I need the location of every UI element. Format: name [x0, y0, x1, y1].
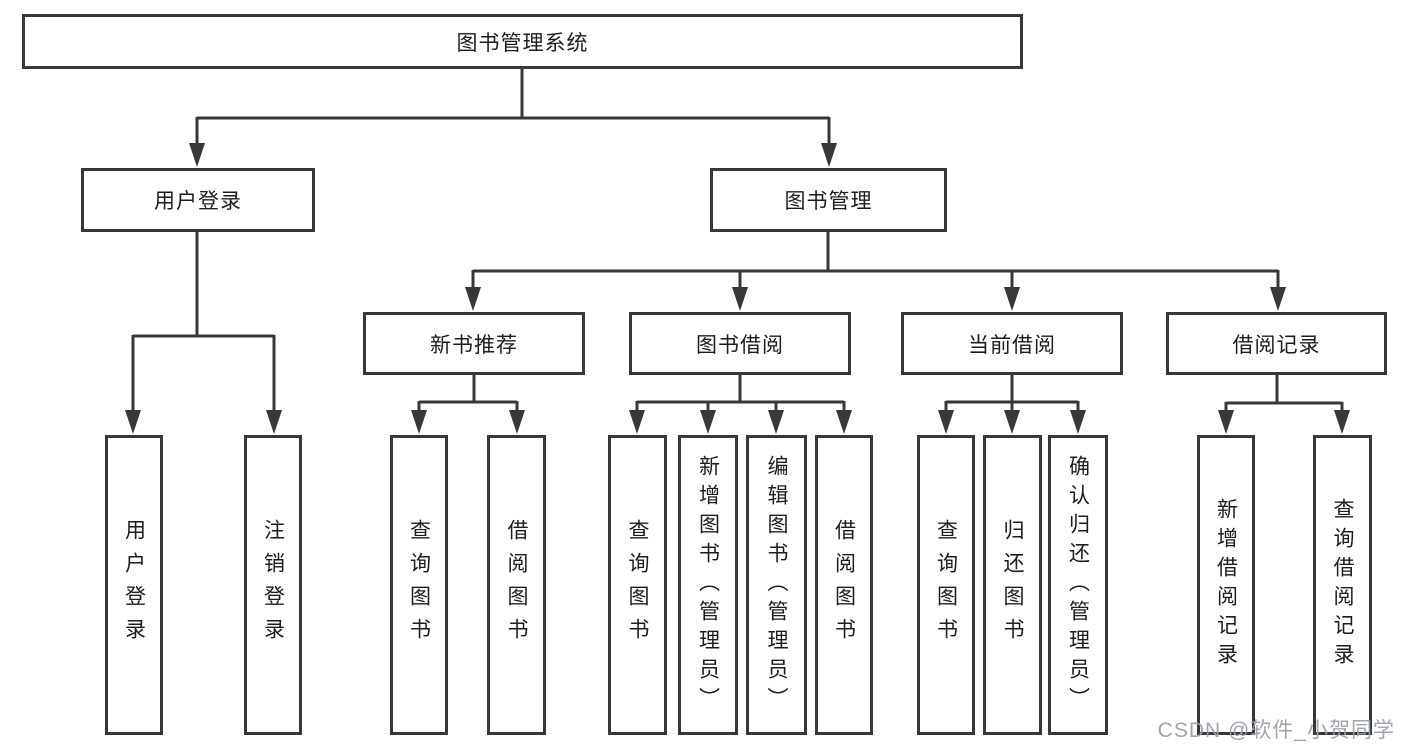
leaf-add-borrow-record: 新增借阅记录	[1197, 435, 1255, 735]
leaf-query-books-borrow: 查询图书	[608, 435, 667, 735]
node-label: 借阅图书	[832, 519, 856, 651]
node-label: 查询图书	[626, 519, 649, 651]
node-label: 新增图书（管理员）	[696, 454, 720, 716]
csdn-watermark: CSDN @软件_小贺同学	[1157, 719, 1395, 742]
node-label: 查询图书	[407, 519, 431, 651]
node-label: 注销登录	[261, 519, 285, 651]
node-label: 图书借阅	[696, 333, 784, 357]
leaf-query-books-recommend: 查询图书	[390, 435, 448, 735]
node-label: 归还图书	[1001, 519, 1024, 651]
node-label: 新书推荐	[430, 333, 518, 357]
leaf-query-borrow-record: 查询借阅记录	[1313, 435, 1372, 735]
node-label: 确认归还（管理员）	[1066, 454, 1090, 716]
leaf-query-books-current: 查询图书	[917, 435, 975, 735]
node-label: 编辑图书（管理员）	[765, 454, 788, 716]
node-label: 图书管理系统	[456, 31, 589, 55]
node-new-book-recommend: 新书推荐	[363, 312, 585, 375]
arrowheads	[125, 143, 1350, 434]
node-current-borrowing: 当前借阅	[901, 312, 1123, 375]
leaf-logout: 注销登录	[244, 435, 302, 735]
node-label: 用户登录	[122, 519, 146, 651]
node-book-management: 图书管理	[710, 168, 947, 232]
leaf-borrow-books: 借阅图书	[815, 435, 873, 735]
node-label: 图书管理	[784, 190, 873, 213]
node-label: 查询借阅记录	[1331, 498, 1354, 672]
leaf-add-books-admin: 新增图书（管理员）	[678, 435, 738, 735]
leaf-edit-books-admin: 编辑图书（管理员）	[746, 435, 807, 735]
node-label: 借阅图书	[505, 519, 528, 651]
node-label: 查询图书	[934, 519, 958, 651]
leaf-user-login: 用户登录	[105, 435, 163, 735]
node-book-borrowing: 图书借阅	[629, 312, 851, 375]
leaf-return-books: 归还图书	[983, 435, 1042, 735]
leaf-borrow-books-recommend: 借阅图书	[487, 435, 546, 735]
node-label: 当前借阅	[968, 333, 1056, 357]
leaf-confirm-return-admin: 确认归还（管理员）	[1048, 435, 1108, 735]
node-label: 借阅记录	[1232, 333, 1321, 357]
node-user-login: 用户登录	[81, 168, 315, 232]
node-library-management-system: 图书管理系统	[22, 14, 1023, 69]
node-borrow-records: 借阅记录	[1166, 312, 1387, 375]
node-label: 用户登录	[154, 190, 242, 213]
node-label: 新增借阅记录	[1214, 498, 1238, 672]
